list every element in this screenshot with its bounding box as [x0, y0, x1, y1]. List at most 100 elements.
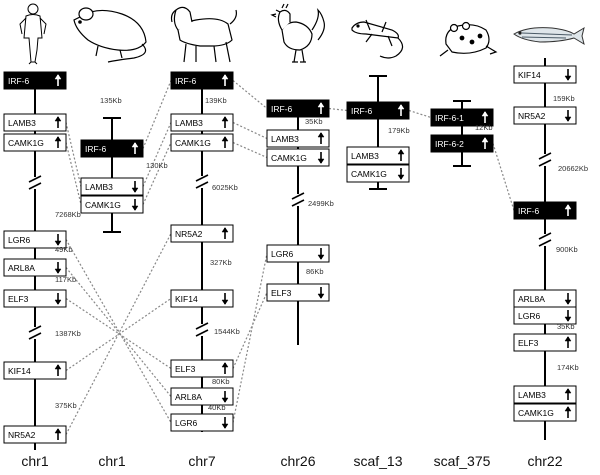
gene-label: KIF14	[8, 366, 31, 376]
gene-box	[80, 139, 144, 158]
arrow-down-icon	[54, 234, 62, 246]
arrow-down-icon	[317, 152, 325, 164]
ortholog-link	[492, 143, 515, 211]
chromosome-label: scaf_375	[434, 453, 491, 469]
gene-label: IRF-6	[175, 76, 197, 86]
arrow-down-icon	[564, 293, 572, 305]
gap-break-mark	[28, 325, 42, 333]
gene-box	[346, 101, 410, 120]
gene-label: NR5A2	[175, 229, 203, 239]
arrow-up-icon	[397, 104, 405, 116]
gene-box	[3, 258, 67, 277]
distance-label: 35Kb	[305, 117, 323, 126]
gene-box	[170, 71, 234, 90]
arrow-up-icon	[131, 142, 139, 154]
gap-break-mark	[538, 152, 552, 160]
ortholog-link	[65, 122, 82, 187]
gene-camk1g: CAMK1G	[346, 164, 410, 183]
gene-irf-6: IRF-6	[266, 99, 330, 118]
gene-camk1g: CAMK1G	[3, 133, 67, 152]
gene-boxes: IRF-6LAMB3CAMK1GLGR6ARL8AELF3KIF14NR5A2I…	[3, 65, 577, 444]
gap-break-mask	[537, 154, 553, 166]
gene-box	[513, 403, 577, 422]
gene-elf3: ELF3	[513, 333, 577, 352]
distance-label: 2499Kb	[308, 199, 334, 208]
gene-box	[266, 244, 330, 263]
distance-label: 1544Kb	[214, 327, 240, 336]
gene-box	[346, 164, 410, 183]
gene-irf-6-2: IRF-6-2	[430, 134, 494, 153]
gene-label: LGR6	[8, 235, 30, 245]
arrow-up-icon	[481, 137, 489, 149]
arrow-down-icon	[221, 391, 229, 403]
gene-nr5a2: NR5A2	[170, 224, 234, 243]
arrow-down-icon	[131, 181, 139, 193]
gene-box	[266, 129, 330, 148]
gene-box	[513, 201, 577, 220]
gene-label: LAMB3	[351, 151, 379, 161]
distance-label: 900Kb	[556, 245, 578, 254]
ortholog-link	[408, 109, 432, 119]
gap-break-mask	[537, 234, 553, 246]
arrow-up-icon	[221, 116, 229, 128]
gene-label: LAMB3	[271, 134, 299, 144]
gap-break-mark	[28, 332, 42, 340]
gene-lamb3: LAMB3	[346, 146, 410, 165]
chromosome-label: chr1	[98, 453, 125, 469]
distance-label: 20662Kb	[558, 164, 588, 173]
gene-irf-6-1: IRF-6-1	[430, 108, 494, 127]
distance-label: 7268Kb	[55, 210, 81, 219]
gene-label: ELF3	[271, 288, 292, 298]
gene-arl8a: ARL8A	[513, 289, 577, 308]
distance-label: 117Kb	[55, 275, 76, 284]
gap-break-mask	[290, 194, 306, 206]
arrow-up-icon	[397, 149, 405, 161]
ortholog-link	[232, 292, 268, 369]
gene-lgr6: LGR6	[266, 244, 330, 263]
gap-break-mask	[27, 177, 43, 189]
gene-box	[3, 113, 67, 132]
chromosome-label: chr1	[21, 453, 48, 469]
gene-box	[170, 359, 234, 378]
gene-label: LAMB3	[518, 390, 546, 400]
gap-break-mark	[291, 192, 305, 200]
gene-box	[513, 306, 577, 325]
arrow-down-icon	[221, 293, 229, 305]
gene-label: LAMB3	[85, 182, 113, 192]
gap-breaks	[27, 152, 553, 340]
gap-break-mask	[27, 327, 43, 339]
gene-label: LGR6	[175, 418, 197, 428]
distance-label: 80Kb	[212, 377, 230, 386]
arrow-down-icon	[54, 262, 62, 274]
gene-box	[170, 224, 234, 243]
gene-camk1g: CAMK1G	[266, 148, 330, 167]
arrow-up-icon	[317, 132, 325, 144]
distance-label: 1387Kb	[55, 329, 81, 338]
gene-box	[266, 148, 330, 167]
gene-label: LGR6	[271, 249, 293, 259]
arrow-up-icon	[54, 136, 62, 148]
arrow-up-icon	[564, 388, 572, 400]
gene-box	[3, 289, 67, 308]
frog-icon	[439, 21, 498, 57]
gene-label: IRF-6	[8, 76, 30, 86]
gene-kif14: KIF14	[3, 361, 67, 380]
gene-box	[266, 283, 330, 302]
gene-label: IRF-6	[85, 144, 107, 154]
arrow-down-icon	[397, 168, 405, 180]
gap-break-mark	[195, 174, 209, 182]
ortholog-link	[142, 142, 172, 205]
gene-label: ELF3	[518, 338, 539, 348]
ortholog-link	[65, 233, 172, 435]
distance-label: 40Kb	[208, 403, 226, 412]
gap-break-mark	[538, 232, 552, 240]
distance-label: 35Kb	[557, 322, 575, 331]
arrow-down-icon	[131, 199, 139, 211]
gap-break-mask	[194, 176, 210, 188]
distance-label: 6025Kb	[212, 183, 238, 192]
gene-kif14: KIF14	[513, 65, 577, 84]
gene-box	[3, 133, 67, 152]
gene-irf-6: IRF-6	[3, 71, 67, 90]
distance-labels: 135Kb7268Kb49Kb117Kb1387Kb375Kb130Kb139K…	[55, 94, 588, 412]
